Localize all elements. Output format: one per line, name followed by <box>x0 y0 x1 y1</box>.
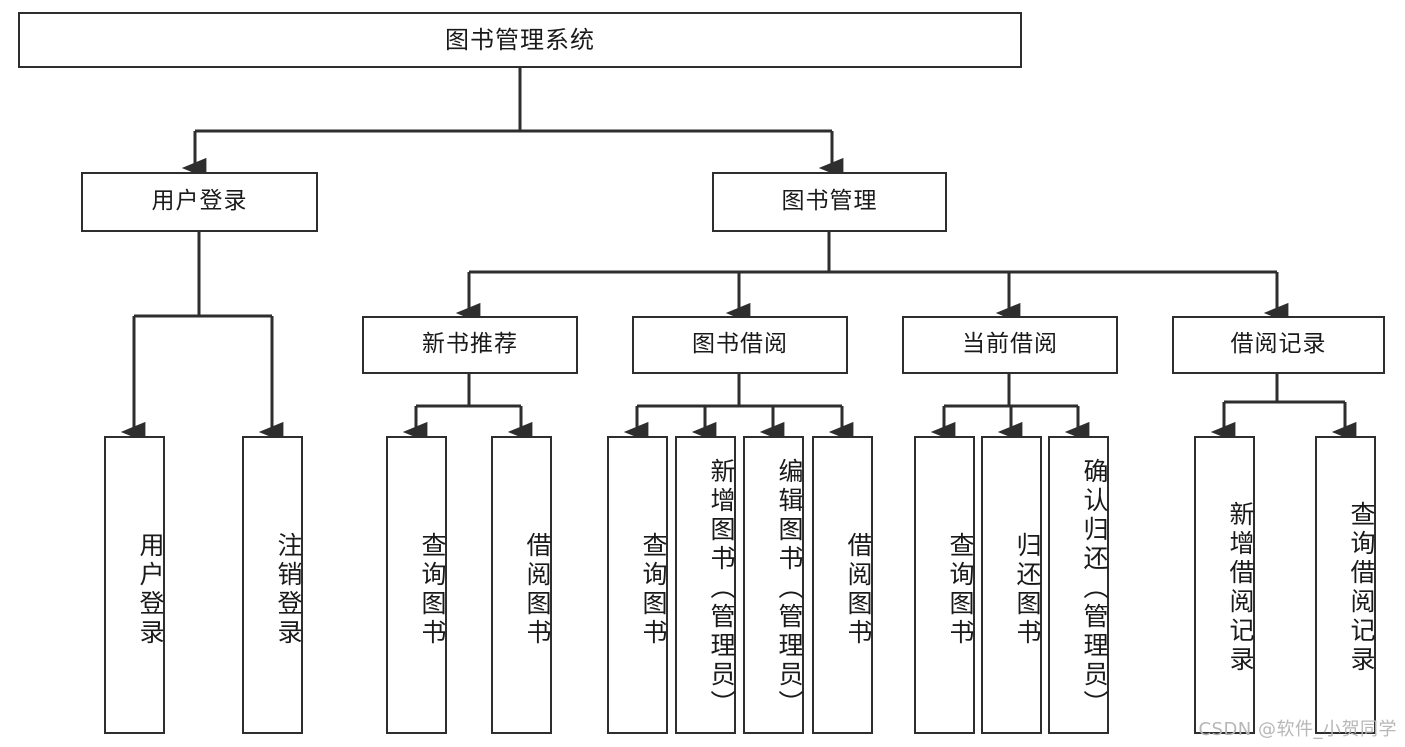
node-new-book-rec[interactable]: 新书推荐 <box>362 316 578 374</box>
node-current-borrow[interactable]: 当前借阅 <box>902 316 1118 374</box>
node-leaf-logout[interactable]: 注销登录 <box>242 436 303 734</box>
node-root-label: 图书管理系统 <box>445 25 595 54</box>
node-leaf-query-record[interactable]: 查询借阅记录 <box>1315 436 1376 734</box>
node-leaf-borrow-book-2[interactable]: 借阅图书 <box>812 436 873 734</box>
node-leaf-borrow-book-1-label: 借阅图书 <box>523 532 552 648</box>
node-root[interactable]: 图书管理系统 <box>18 12 1022 68</box>
node-leaf-query-record-label: 查询借阅记录 <box>1347 501 1376 675</box>
node-user-login[interactable]: 用户登录 <box>81 172 318 232</box>
watermark: CSDN @软件_小贺同学 <box>1198 719 1397 740</box>
node-borrow-record-label: 借阅记录 <box>1230 331 1327 358</box>
node-leaf-confirm-return[interactable]: 确认归还（管理员） <box>1048 436 1109 734</box>
node-book-manage[interactable]: 图书管理 <box>712 172 947 232</box>
node-leaf-return-book-label: 归还图书 <box>1013 532 1042 648</box>
node-leaf-add-record[interactable]: 新增借阅记录 <box>1194 436 1255 734</box>
node-leaf-return-book[interactable]: 归还图书 <box>981 436 1042 734</box>
node-book-borrow-label: 图书借阅 <box>692 331 788 358</box>
node-leaf-add-record-label: 新增借阅记录 <box>1226 501 1255 675</box>
node-borrow-record[interactable]: 借阅记录 <box>1172 316 1385 374</box>
node-leaf-add-book[interactable]: 新增图书（管理员） <box>675 436 736 734</box>
node-leaf-query-book-3-label: 查询图书 <box>946 532 975 648</box>
node-user-login-label: 用户登录 <box>151 188 248 215</box>
node-leaf-query-book-2[interactable]: 查询图书 <box>607 436 668 734</box>
node-leaf-borrow-book-2-label: 借阅图书 <box>844 532 873 648</box>
node-leaf-add-book-label: 新增图书（管理员） <box>707 457 736 719</box>
node-leaf-query-book-1[interactable]: 查询图书 <box>386 436 447 734</box>
node-leaf-edit-book-label: 编辑图书（管理员） <box>775 457 804 719</box>
node-leaf-query-book-3[interactable]: 查询图书 <box>914 436 975 734</box>
node-new-book-rec-label: 新书推荐 <box>422 331 518 358</box>
node-book-borrow[interactable]: 图书借阅 <box>632 316 848 374</box>
node-leaf-confirm-return-label: 确认归还（管理员） <box>1080 457 1109 719</box>
node-leaf-query-book-1-label: 查询图书 <box>418 532 447 648</box>
node-book-manage-label: 图书管理 <box>781 188 878 215</box>
node-leaf-borrow-book-1[interactable]: 借阅图书 <box>491 436 552 734</box>
node-leaf-query-book-2-label: 查询图书 <box>639 532 668 648</box>
node-leaf-user-login[interactable]: 用户登录 <box>104 436 165 734</box>
node-current-borrow-label: 当前借阅 <box>962 331 1058 358</box>
node-leaf-edit-book[interactable]: 编辑图书（管理员） <box>743 436 804 734</box>
node-leaf-user-login-label: 用户登录 <box>136 532 165 648</box>
node-leaf-logout-label: 注销登录 <box>274 532 303 648</box>
